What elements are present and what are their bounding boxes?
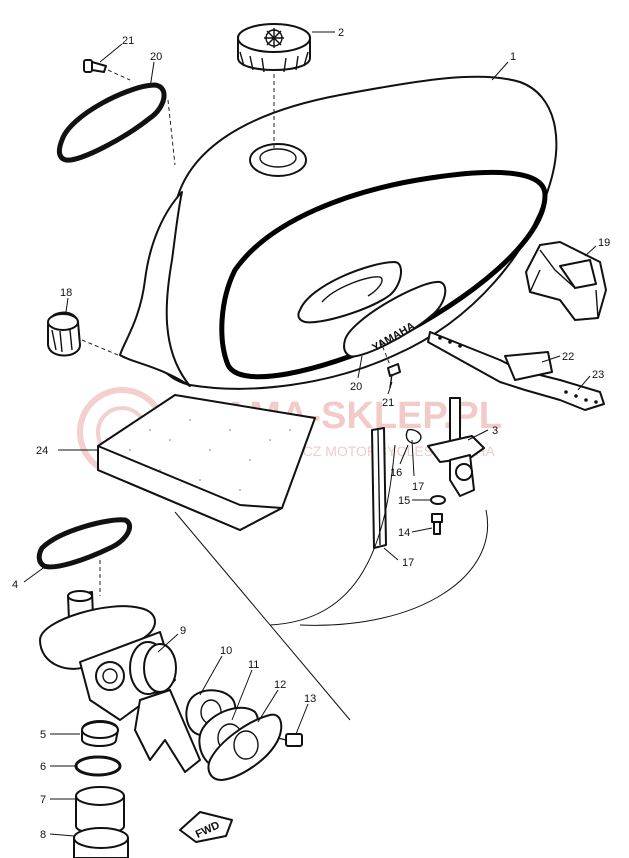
bowl-8 [73, 827, 129, 858]
emblem-gasket-top [56, 82, 167, 163]
callout-12: 12 [274, 679, 286, 691]
filter-cup-7 [75, 786, 125, 835]
callout-17-lower: 17 [402, 557, 414, 569]
callout-21-bottom: 21 [382, 397, 394, 409]
screw-14 [431, 513, 443, 535]
callout-2: 2 [338, 27, 344, 39]
petcock-body [39, 590, 201, 773]
callout-21-top: 21 [122, 35, 134, 47]
fuel-cock-small [427, 397, 485, 497]
callout-15: 15 [398, 495, 410, 507]
callout-13: 13 [304, 693, 316, 705]
callout-6: 6 [40, 761, 46, 773]
fuel-tank [119, 75, 558, 390]
callout-4: 4 [12, 579, 18, 591]
callout-9: 9 [180, 625, 186, 637]
callout-20-top: 20 [150, 51, 162, 63]
bowl-gasket-5 [81, 720, 119, 747]
fwd-arrow: FWD [179, 811, 233, 843]
foam-pad [97, 394, 316, 531]
tank-strap [427, 331, 605, 411]
callout-23: 23 [592, 369, 604, 381]
callout-3: 3 [492, 425, 498, 437]
filler-cap [237, 23, 311, 73]
screw-top [83, 59, 107, 73]
callout-14: 14 [398, 527, 410, 539]
o-ring-6 [74, 755, 122, 777]
callout-11: 11 [248, 659, 259, 671]
fuel-hose [371, 427, 387, 549]
callout-10: 10 [220, 645, 232, 657]
cover-12 [207, 713, 283, 781]
hose-clip-16 [405, 428, 422, 444]
gasket-4 [36, 517, 132, 570]
lever-9 [129, 641, 177, 695]
callout-16: 16 [390, 467, 402, 479]
callout-19: 19 [598, 237, 610, 249]
callout-labels: 1 2 3 4 5 6 7 8 9 10 11 12 13 14 15 16 1… [12, 27, 610, 841]
screw-13 [277, 733, 303, 747]
screw-emblem [387, 363, 401, 389]
callout-7: 7 [40, 794, 46, 806]
grommet [47, 311, 81, 357]
callout-5: 5 [40, 729, 46, 741]
leader-lines [23, 31, 597, 837]
callout-20-bottom: 20 [350, 381, 362, 393]
washer-15 [430, 495, 446, 505]
callout-24: 24 [36, 445, 48, 457]
callout-8: 8 [40, 829, 46, 841]
tank-stripe [219, 169, 548, 380]
callout-1: 1 [510, 51, 516, 63]
callout-18: 18 [60, 287, 72, 299]
callout-17-upper: 17 [412, 481, 424, 493]
callout-22: 22 [562, 351, 574, 363]
tank-damper [525, 241, 607, 321]
